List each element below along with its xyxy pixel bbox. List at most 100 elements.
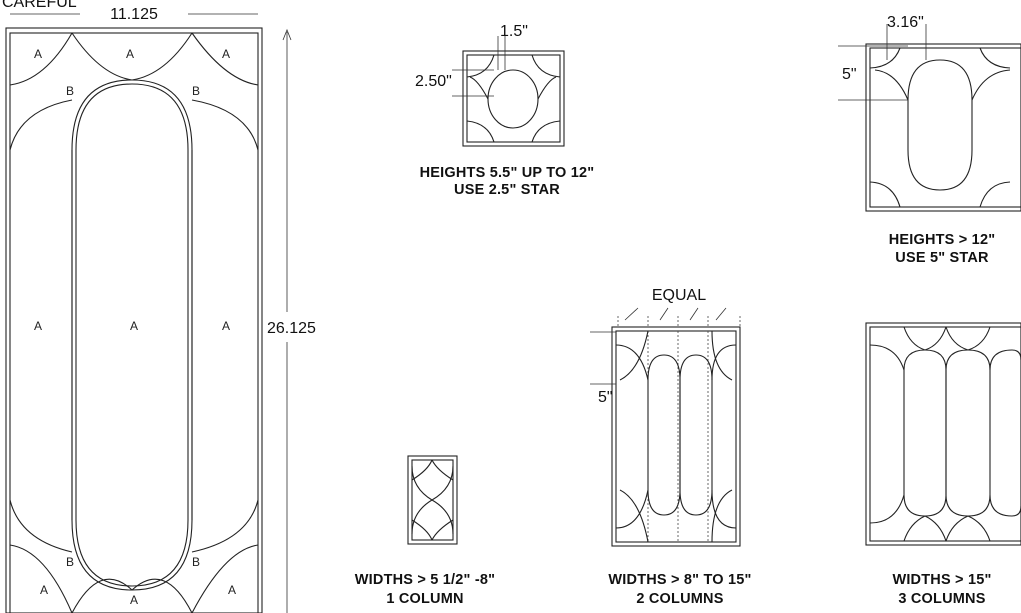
- three-columns-detail: WIDTHS > 15" 3 COLUMNS: [865, 322, 1021, 607]
- arc-bottom-right-1: [131, 578, 193, 613]
- col2-caption-1: WIDTHS > 8" TO 15": [608, 572, 751, 588]
- small-star-arc: [466, 54, 495, 78]
- small-star-dim-top: 1.5": [500, 23, 528, 40]
- cutoff-heading: CAREFUL: [2, 0, 77, 11]
- col2-frame: [611, 326, 741, 547]
- col3-arc: [967, 326, 991, 351]
- large-star-caption-1: HEIGHTS > 12": [889, 232, 996, 248]
- small-star-frame-inner: [466, 54, 561, 143]
- col3-arc: [869, 344, 905, 371]
- piece-label-a: A: [40, 583, 48, 597]
- piece-label-b: B: [66, 555, 74, 569]
- col2-arc: [711, 489, 733, 543]
- col2-arc: [615, 489, 649, 529]
- large-star-arc: [971, 69, 1011, 101]
- piece-label-b: B: [66, 84, 74, 98]
- arc-top-left-2: [71, 32, 133, 81]
- small-star-arc: [531, 54, 561, 78]
- col3-arc: [924, 515, 947, 542]
- large-star-frame-inner: [869, 47, 1021, 208]
- small-star-caption-2: USE 2.5" STAR: [454, 182, 560, 198]
- col1-caption-2: 1 COLUMN: [386, 591, 463, 607]
- height-arrow-top: [282, 28, 292, 41]
- arc-bottom-right-2: [191, 544, 259, 613]
- piece-label-a: A: [34, 47, 42, 61]
- col2-arc: [615, 344, 649, 381]
- col2-oval: [647, 354, 681, 516]
- col2-arc: [711, 330, 733, 381]
- small-star-arc: [537, 76, 557, 100]
- col3-oval: [903, 349, 947, 517]
- large-star-arc: [979, 181, 1011, 208]
- equal-leaders: [624, 307, 727, 321]
- col3-arc: [967, 515, 991, 542]
- arc-top-right-3: [191, 99, 259, 151]
- col3-caption-2: 3 COLUMNS: [898, 591, 985, 607]
- small-star-dim-side: 2.50": [415, 73, 452, 90]
- one-column-detail: WIDTHS > 5 1/2" -8" 1 COLUMN: [355, 455, 495, 607]
- col3-oval: [945, 349, 991, 517]
- small-star-arc: [531, 120, 561, 143]
- large-star-center: [907, 59, 973, 191]
- col3-arc: [903, 326, 926, 351]
- col3-arc: [903, 515, 926, 542]
- small-star-arc: [466, 120, 495, 143]
- center-oval: [71, 79, 193, 591]
- panel-inner-frame: [9, 32, 259, 613]
- piece-label-a: A: [130, 593, 138, 607]
- large-star-detail: 3.16" 5" HEIGHTS > 12" USE 5" STAR: [838, 14, 1021, 266]
- equal-label: EQUAL: [652, 287, 706, 304]
- col2-arc: [711, 489, 737, 529]
- col1-arc: [431, 519, 454, 541]
- col2-arc: [711, 344, 737, 381]
- large-star-frame: [865, 43, 1021, 212]
- large-star-dim-side: 5": [842, 66, 857, 83]
- piece-label-a: A: [126, 47, 134, 61]
- col3-frame: [865, 322, 1021, 546]
- main-panel: CAREFUL 11.125 A A A B B A: [2, 0, 316, 613]
- arc-bottom-left-2: [71, 578, 133, 613]
- piece-label-a: A: [130, 319, 138, 333]
- equal-ticks: [617, 316, 741, 326]
- col2-caption-2: 2 COLUMNS: [636, 591, 723, 607]
- col3-caption-1: WIDTHS > 15": [892, 572, 991, 588]
- panel-outer-frame: [5, 27, 263, 613]
- piece-label-b: B: [192, 555, 200, 569]
- large-star-arc: [979, 47, 1011, 69]
- small-star-frame: [462, 50, 565, 147]
- col1-arc: [411, 499, 433, 535]
- large-star-arc: [869, 47, 901, 69]
- arc-top-right-1: [131, 32, 193, 81]
- large-star-arc: [869, 181, 901, 208]
- arc-top-left-3: [9, 99, 73, 151]
- small-star-center: [487, 69, 539, 129]
- col3-arc: [945, 326, 969, 351]
- col2-oval: [679, 354, 713, 516]
- arc-bottom-right-3: [191, 499, 259, 553]
- two-columns-detail: EQUAL 5" WIDTHS > 8" TO 15" 2 COLUMNS: [590, 287, 751, 607]
- col1-arc: [411, 519, 433, 541]
- col1-frame: [407, 455, 458, 545]
- center-oval-inner: [75, 83, 189, 587]
- large-star-caption-2: USE 5" STAR: [895, 250, 989, 266]
- height-label: 26.125: [267, 320, 316, 337]
- piece-label-a: A: [34, 319, 42, 333]
- col3-arc: [869, 494, 905, 524]
- col3-arc: [945, 515, 969, 542]
- col1-arc: [431, 459, 454, 481]
- small-star-caption-1: HEIGHTS 5.5" UP TO 12": [420, 165, 595, 181]
- arc-top-left-1: [9, 32, 73, 86]
- col2-dim-side: 5": [598, 389, 613, 406]
- arc-bottom-left-3: [9, 499, 73, 553]
- col1-arc: [411, 465, 433, 501]
- small-star-detail: 1.5" 2.50" HEIGHTS 5.5" UP TO 12" USE 2.…: [415, 23, 594, 198]
- piece-label-b: B: [192, 84, 200, 98]
- col2-frame-inner: [615, 330, 737, 543]
- col1-arc: [431, 499, 454, 535]
- large-star-arc: [874, 69, 909, 101]
- col2-arc: [619, 489, 649, 543]
- arc-bottom-left-1: [9, 544, 73, 613]
- col2-arc: [619, 330, 649, 381]
- arc-top-right-2: [191, 32, 259, 86]
